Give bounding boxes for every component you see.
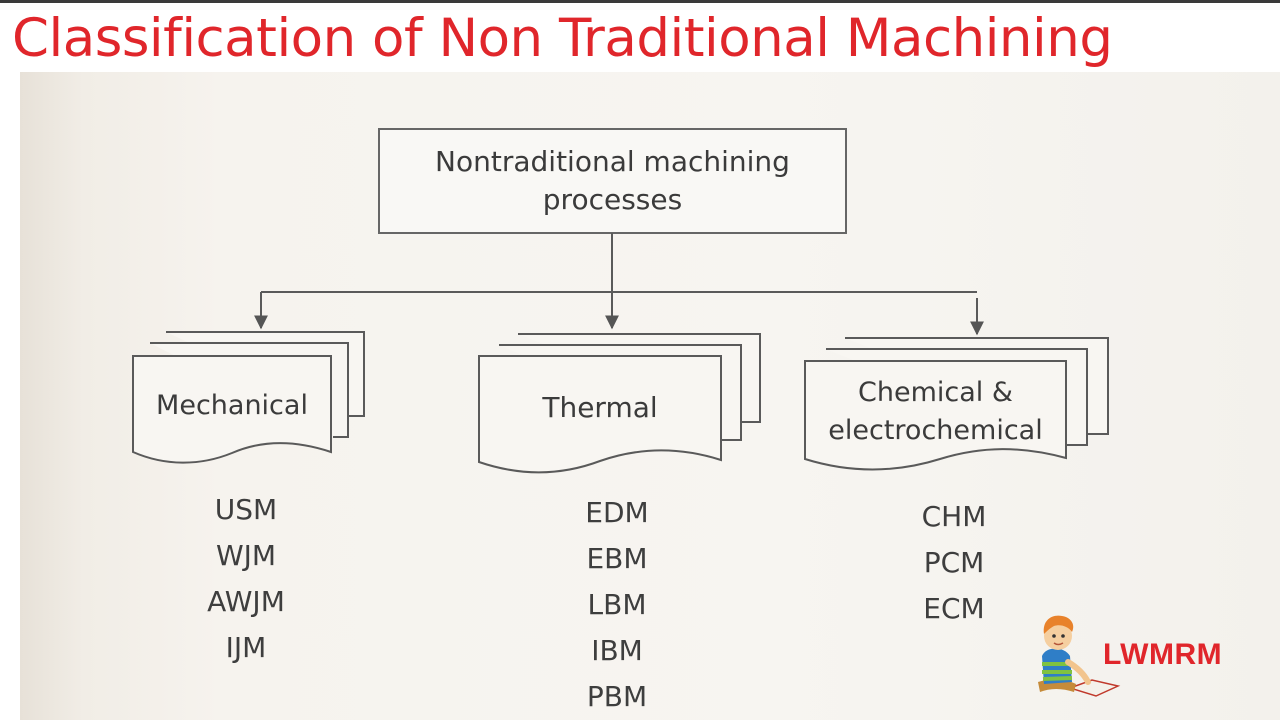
root-node-label-line1: Nontraditional machining: [435, 145, 790, 178]
chemical-node-front: [804, 360, 1067, 471]
thermal-node: [478, 333, 761, 474]
root-node-label: Nontraditional machining processes: [379, 143, 846, 219]
list-item: USM: [214, 493, 278, 526]
mechanical-process-list: USM WJM AWJM IJM: [176, 487, 316, 671]
list-item: IBM: [591, 634, 643, 667]
connectors: [254, 233, 984, 336]
list-item: PCM: [923, 546, 985, 579]
list-item: IJM: [225, 631, 267, 664]
root-node-label-line2: processes: [542, 183, 683, 216]
list-item: LBM: [587, 588, 647, 621]
page-title: Classification of Non Traditional Machin…: [12, 8, 1113, 69]
chemical-node: [804, 337, 1109, 471]
list-item: PBM: [586, 680, 648, 713]
brand-text: LWMRM: [1103, 638, 1223, 671]
list-item: CHM: [921, 500, 987, 533]
thermal-node-front: [478, 355, 722, 474]
mechanical-node: [132, 331, 365, 464]
thermal-process-list: EDM EBM LBM IBM PBM: [547, 490, 687, 720]
category-label-chemical: Chemical & electrochemical: [805, 374, 1066, 450]
top-rule: [0, 0, 1280, 3]
list-item: AWJM: [207, 585, 285, 618]
list-item: EBM: [586, 542, 648, 575]
category-label-mechanical: Mechanical: [156, 390, 308, 421]
mechanical-node-front: [132, 355, 332, 464]
category-label-chemical-line2: electrochemical: [828, 415, 1043, 446]
list-item: ECM: [923, 592, 985, 625]
list-item: EDM: [585, 496, 649, 529]
list-item: WJM: [215, 539, 277, 572]
category-label-thermal: Thermal: [542, 391, 658, 424]
category-label-chemical-line1: Chemical &: [858, 377, 1013, 408]
chemical-process-list: CHM PCM ECM: [884, 494, 1024, 632]
root-node-box: [378, 128, 847, 234]
boy-reading-book-icon: [1038, 615, 1121, 697]
